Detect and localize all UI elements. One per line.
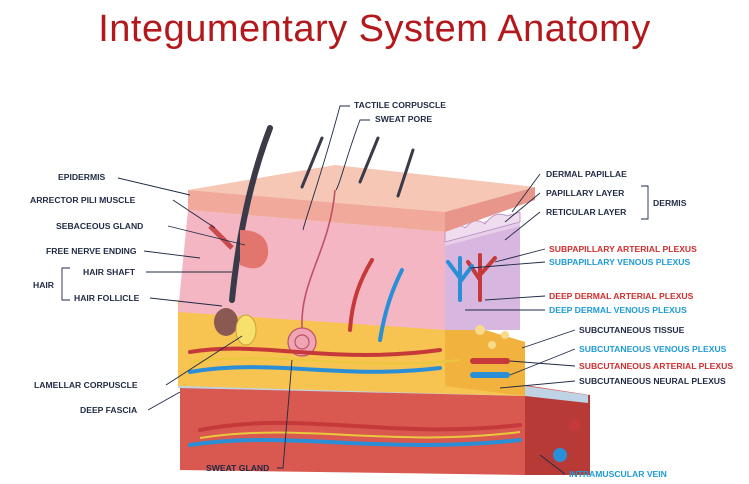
- hair-shaft-4: [396, 148, 415, 198]
- label-papillary-layer: PAPILLARY LAYER: [546, 188, 625, 198]
- label-subcutaneous-arterial-plexus: SUBCUTANEOUS ARTERIAL PLEXUS: [579, 361, 733, 371]
- label-sweat-pore: SWEAT PORE: [375, 114, 432, 124]
- label-subpapillary-venous-plexus: SUBPAPILLARY VENOUS PLEXUS: [549, 257, 690, 267]
- label-sebaceous-gland: SEBACEOUS GLAND: [56, 221, 143, 231]
- label-deep-dermal-arterial-plexus: DEEP DERMAL ARTERIAL PLEXUS: [549, 291, 694, 301]
- label-intramuscular-vein: INTRAMUSCULAR VEIN: [569, 469, 667, 479]
- label-subpapillary-arterial-plexus: SUBPAPILLARY ARTERIAL PLEXUS: [549, 244, 697, 254]
- label-epidermis: EPIDERMIS: [58, 172, 106, 182]
- label-lamellar-corpuscle: LAMELLAR CORPUSCLE: [34, 380, 138, 390]
- hair-shaft-2: [300, 136, 324, 189]
- label-dermis: DERMIS: [653, 198, 687, 208]
- arrector-muscle: [208, 224, 234, 250]
- hair-follicle-bulb: [214, 308, 238, 336]
- label-subcutaneous-venous-plexus: SUBCUTANEOUS VENOUS PLEXUS: [579, 344, 727, 354]
- hair-shaft-main: [229, 125, 273, 303]
- sebaceous-gland: [240, 230, 269, 269]
- label-dermal-papillae: DERMAL PAPILLAE: [546, 169, 627, 179]
- label-arrector-pili-muscle: ARRECTOR PILI MUSCLE: [30, 195, 136, 205]
- veins: [188, 256, 522, 447]
- hair-shaft-3: [358, 136, 380, 184]
- label-tactile-corpuscle: TACTILE CORPUSCLE: [354, 100, 446, 110]
- label-free-nerve-ending: FREE NERVE ENDING: [46, 246, 137, 256]
- label-hair-follicle: HAIR FOLLICLE: [74, 293, 140, 303]
- muscle-side: [525, 395, 590, 475]
- label-reticular-layer: RETICULAR LAYER: [546, 207, 627, 217]
- label-sweat-gland: SWEAT GLAND: [206, 463, 269, 473]
- label-deep-fascia: DEEP FASCIA: [80, 405, 137, 415]
- epidermis-side: [445, 187, 535, 232]
- leader-lines: [61, 105, 649, 475]
- lamellar-corpuscle: [235, 314, 257, 346]
- skin-illustration: [178, 125, 590, 475]
- intramuscular-vein-shape: [553, 448, 567, 462]
- sweat-duct: [301, 189, 336, 329]
- epidermis-front: [188, 190, 445, 232]
- muscle-layer: [180, 385, 590, 475]
- label-hair: HAIR: [33, 280, 55, 290]
- epidermis-top: [188, 165, 535, 212]
- label-subcutaneous-neural-plexus: SUBCUTANEOUS NEURAL PLEXUS: [579, 376, 726, 386]
- page-title: Integumentary System Anatomy: [98, 8, 651, 50]
- label-hair-shaft: HAIR SHAFT: [83, 267, 136, 277]
- label-deep-dermal-venous-plexus: DEEP DERMAL VENOUS PLEXUS: [549, 305, 687, 315]
- labels: TACTILE CORPUSCLE SWEAT PORE EPIDERMIS A…: [30, 100, 733, 479]
- nerves: [189, 357, 521, 439]
- label-subcutaneous-tissue: SUBCUTANEOUS TISSUE: [579, 325, 685, 335]
